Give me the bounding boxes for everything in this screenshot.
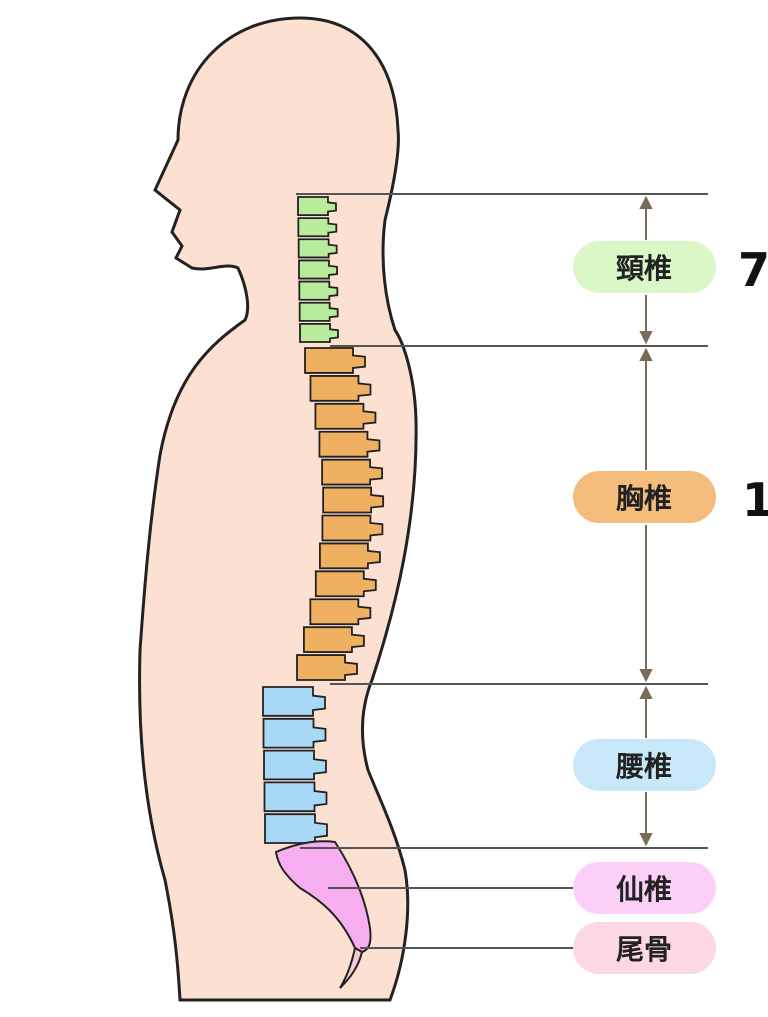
arrow-thoracic [639, 347, 653, 683]
cervical-vertebra [297, 196, 337, 217]
thoracic-vertebra [322, 486, 385, 514]
body-silhouette [138, 16, 418, 1002]
pill-coccyx: 尾骨 [573, 922, 716, 974]
pill-cervical: 頸椎 [573, 241, 716, 293]
pill-cervical-label: 頸椎 [616, 252, 672, 285]
vertebrae-layer [262, 196, 385, 844]
coccyx-shape [339, 946, 364, 989]
cervical-vertebra [297, 217, 338, 238]
pill-lumbar-label: 腰椎 [615, 750, 672, 783]
lumbar-vertebra [264, 813, 328, 844]
count-cervical-partial: 7 [738, 243, 768, 297]
lumbar-vertebra [263, 781, 328, 813]
arrow-cervical [639, 195, 653, 345]
arrow-lumbar [639, 685, 653, 847]
thoracic-vertebra [318, 430, 381, 458]
cervical-vertebra [297, 238, 338, 259]
pill-sacrum: 仙椎 [573, 862, 716, 914]
thoracic-vertebra [321, 458, 384, 486]
pill-lumbar: 腰椎 [573, 739, 716, 791]
thoracic-vertebra [303, 626, 365, 653]
thoracic-vertebra [319, 542, 381, 570]
cervical-vertebra [298, 301, 339, 322]
pill-sacrum-label: 仙椎 [616, 873, 672, 906]
pill-coccyx-label: 尾骨 [616, 933, 672, 966]
count-thoracic-partial: 1 [742, 473, 768, 527]
thoracic-vertebra [309, 598, 372, 626]
thoracic-vertebra [321, 514, 384, 542]
thoracic-vertebra [314, 402, 377, 430]
lumbar-vertebra [263, 749, 327, 781]
cervical-vertebra [298, 280, 339, 301]
pill-thoracic-label: 胸椎 [616, 482, 672, 515]
cervical-vertebra [298, 259, 338, 280]
lumbar-vertebra [262, 686, 326, 717]
thoracic-vertebra [296, 654, 358, 681]
sacrum-shape [274, 840, 372, 954]
pill-thoracic: 胸椎 [573, 471, 716, 523]
lumbar-vertebra [262, 717, 327, 749]
thoracic-vertebra [314, 570, 377, 598]
thoracic-vertebra [304, 347, 366, 374]
thoracic-vertebra [309, 375, 372, 402]
cervical-vertebra [299, 322, 339, 343]
